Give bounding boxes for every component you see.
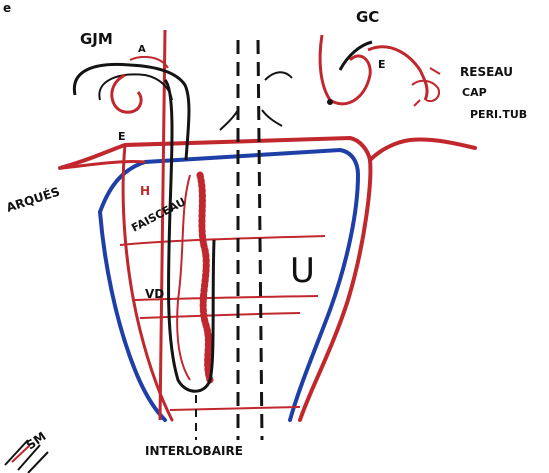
e-right-label: E (378, 58, 386, 71)
interlobaire-label: INTERLOBAIRE (145, 444, 243, 458)
duct-flare-right (262, 110, 282, 126)
hatch-line-4 (170, 407, 300, 410)
hatch-line-3 (140, 313, 300, 318)
corner-label: e (3, 1, 11, 15)
gc-label: GC (356, 8, 379, 26)
gc-efferent (368, 47, 427, 100)
faisceau-label: FAISCEAU (129, 195, 188, 234)
black-glomerulus-left (112, 75, 141, 112)
pyramid-outline-red-right (370, 139, 475, 160)
arques-label: ARQUÉS (4, 183, 61, 214)
hatch-line-1 (120, 236, 325, 245)
e-left-label: E (118, 130, 126, 143)
duct-top-tick (265, 72, 292, 80)
duct-flare-left (220, 110, 238, 130)
black-tube-upper-2 (99, 74, 172, 100)
faisceau-beads (200, 175, 210, 380)
a-label: A (138, 44, 146, 55)
reseau-label-line2: CAP (462, 86, 487, 99)
dashed-duct-2 (258, 40, 262, 440)
reseau-label-line3: PERI.TUB (470, 108, 527, 121)
gjm-label: GJM (80, 30, 113, 48)
gc-dot (327, 99, 333, 105)
sm-label: SM (24, 429, 49, 452)
red-tubule-vertical (160, 30, 165, 420)
vd-label: VD (145, 287, 164, 301)
h-label: H (140, 184, 150, 198)
reseau-label-line1: RESEAU (460, 65, 513, 79)
u-label: U (290, 251, 315, 291)
pyramid-outline-red (60, 138, 370, 420)
